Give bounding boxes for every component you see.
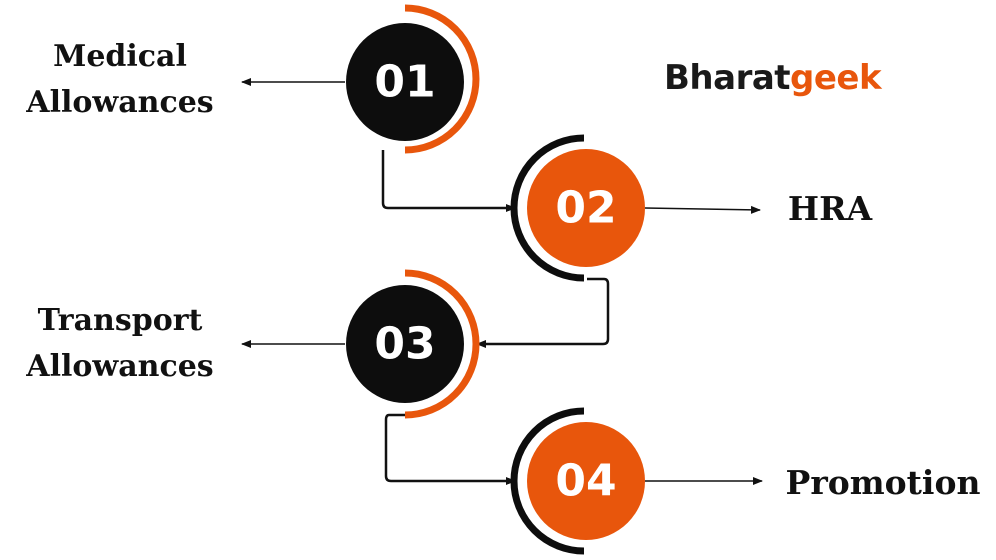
label-hra: HRA bbox=[770, 186, 890, 232]
step-02-number: 02 bbox=[555, 183, 616, 234]
step-01-number: 01 bbox=[374, 57, 435, 108]
step-04-number: 04 bbox=[555, 456, 616, 507]
logo-text-geek: geek bbox=[790, 58, 882, 98]
step-03-number: 03 bbox=[374, 319, 435, 370]
label-transport-allowances: Transport Allowances bbox=[20, 298, 220, 390]
step-02: 02 bbox=[510, 134, 645, 282]
bharatgeek-logo: Bharatgeek bbox=[664, 58, 882, 98]
label-promotion: Promotion bbox=[774, 460, 992, 506]
label-medical-allowances: Medical Allowances bbox=[20, 34, 220, 126]
step-01: 01 bbox=[346, 4, 480, 154]
connector-02-03 bbox=[476, 277, 610, 348]
step-04: 04 bbox=[510, 407, 645, 555]
step-04-circle bbox=[527, 422, 645, 540]
connector-01-02 bbox=[381, 150, 516, 212]
step-04-arc bbox=[510, 407, 585, 555]
step-03: 03 bbox=[346, 269, 480, 419]
connector-03-04 bbox=[384, 413, 516, 485]
step-03-circle bbox=[346, 285, 464, 403]
label-line: HRA bbox=[787, 189, 873, 228]
label-line: Allowances bbox=[26, 85, 214, 120]
step-03-arc bbox=[404, 269, 480, 419]
step-02-circle bbox=[527, 149, 645, 267]
label-line: Promotion bbox=[785, 463, 981, 502]
label-line: Allowances bbox=[26, 349, 214, 384]
label-line: Medical bbox=[53, 39, 187, 74]
label-line: Transport bbox=[37, 303, 203, 338]
arrow-to-label-02 bbox=[644, 205, 761, 214]
step-02-arc bbox=[510, 134, 585, 282]
step-01-circle bbox=[346, 23, 464, 141]
step-01-arc bbox=[404, 4, 480, 154]
logo-text-bharat: Bharat bbox=[664, 58, 791, 98]
